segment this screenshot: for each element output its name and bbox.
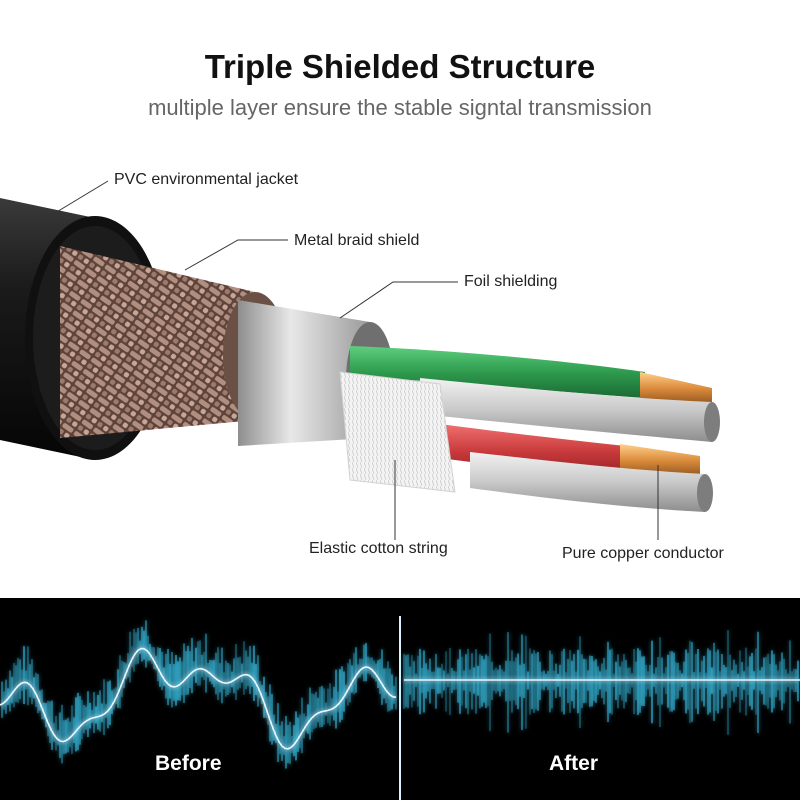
callout-cotton-string: Elastic cotton string [309, 540, 448, 557]
silver-wire-top [420, 378, 720, 442]
callout-leaders [54, 180, 659, 540]
callout-foil-shielding: Foil shielding [464, 273, 558, 290]
before-label: Before [155, 752, 222, 775]
callout-copper-conductor: Pure copper conductor [562, 545, 724, 562]
after-waveform [403, 630, 800, 735]
green-wire [350, 346, 712, 406]
elastic-cotton-string [339, 371, 456, 493]
callout-pvc-jacket: PVC environmental jacket [114, 171, 299, 188]
before-waveform [0, 620, 397, 769]
after-label: After [549, 752, 599, 775]
page-subtitle: multiple layer ensure the stable signtal… [148, 95, 652, 120]
cable-illustration [0, 180, 720, 540]
callout-metal-braid: Metal braid shield [294, 232, 420, 249]
page-title: Triple Shielded Structure [204, 48, 596, 85]
silver-wire-bottom [470, 452, 713, 512]
signal-waveforms [0, 616, 800, 800]
signal-comparison-panel [0, 598, 800, 800]
